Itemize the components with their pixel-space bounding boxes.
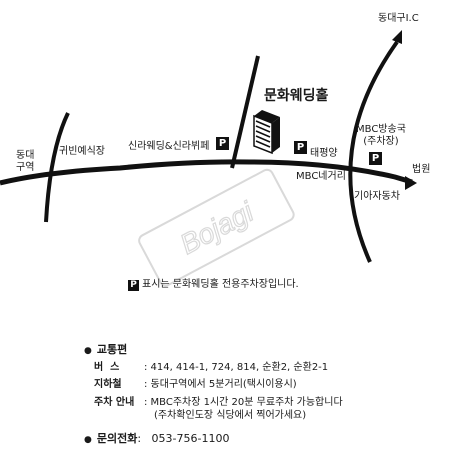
silla-wedding-label: 신라웨딩&신라뷔페 bbox=[128, 141, 210, 152]
subway-value: : 동대구역에서 5분거리(택시이용시) bbox=[144, 379, 297, 390]
wedding-hall-building-icon bbox=[253, 110, 280, 155]
ic-road bbox=[348, 40, 399, 263]
transport-heading: ● 교통편 bbox=[84, 343, 127, 358]
main-road bbox=[0, 159, 413, 186]
parking-sub-note: (주차확인도장 식당에서 찍어가세요) bbox=[154, 410, 307, 421]
venue-title: 문화웨딩홀 bbox=[264, 88, 329, 104]
taepyeongyang-label: 태평양 bbox=[310, 148, 338, 159]
phone-label: 문의전화 bbox=[96, 432, 138, 445]
parking-marker-taepyeongyang: P bbox=[294, 141, 307, 154]
mbc-broadcast-label: MBC방송국 (주차장) bbox=[356, 124, 406, 147]
bus-label: 버 스 bbox=[94, 362, 120, 373]
parking-note-text: 표시는 문화웨딩홀 전용주차장입니다. bbox=[142, 279, 299, 290]
left-road bbox=[44, 112, 70, 223]
dongdaegu-ic-label: 동대구I.C bbox=[378, 13, 419, 24]
subway-label: 지하철 bbox=[94, 379, 122, 390]
kia-motors-label: 기아자동차 bbox=[354, 191, 400, 202]
main-road-arrow bbox=[405, 176, 417, 190]
bus-value: : 414, 414-1, 724, 814, 순환2, 순환2-1 bbox=[144, 362, 329, 373]
watermark-stamp: Bojagi bbox=[138, 168, 295, 287]
subway-row: 지하철 : 동대구역에서 5분거리(택시이용시) bbox=[94, 378, 297, 391]
beomwon-label: 법원 bbox=[412, 164, 431, 175]
parking-note-icon: P bbox=[128, 279, 139, 291]
parking-value: : MBC주차장 1시간 20분 무료주차 가능합니다 bbox=[144, 397, 343, 408]
transport-title: 교통편 bbox=[96, 343, 128, 356]
phone-row: ● 문의전화: 053-756-1100 bbox=[84, 432, 229, 447]
parking-marker-mbc: P bbox=[369, 152, 382, 165]
parking-label: 주차 안내 bbox=[94, 397, 135, 408]
phone-value: : 053-756-1100 bbox=[137, 432, 230, 445]
bus-row: 버 스 : 414, 414-1, 724, 814, 순환2, 순환2-1 bbox=[94, 361, 328, 374]
watermark-text: Bojagi bbox=[175, 196, 259, 260]
ic-road-arrow bbox=[392, 30, 402, 44]
parking-row: 주차 안내 : MBC주차장 1시간 20분 무료주차 가능합니다 bbox=[94, 396, 343, 409]
dongdaegu-station-label: 동대 구역 bbox=[16, 150, 35, 173]
bullet-icon: ● bbox=[84, 435, 92, 445]
bullet-icon: ● bbox=[84, 346, 92, 356]
parking-marker-silla: P bbox=[216, 137, 229, 150]
gwibin-hall-label: 귀빈예식장 bbox=[59, 146, 105, 157]
venue-road bbox=[230, 55, 260, 169]
mbc-intersection-label: MBC네거리 bbox=[296, 171, 346, 182]
